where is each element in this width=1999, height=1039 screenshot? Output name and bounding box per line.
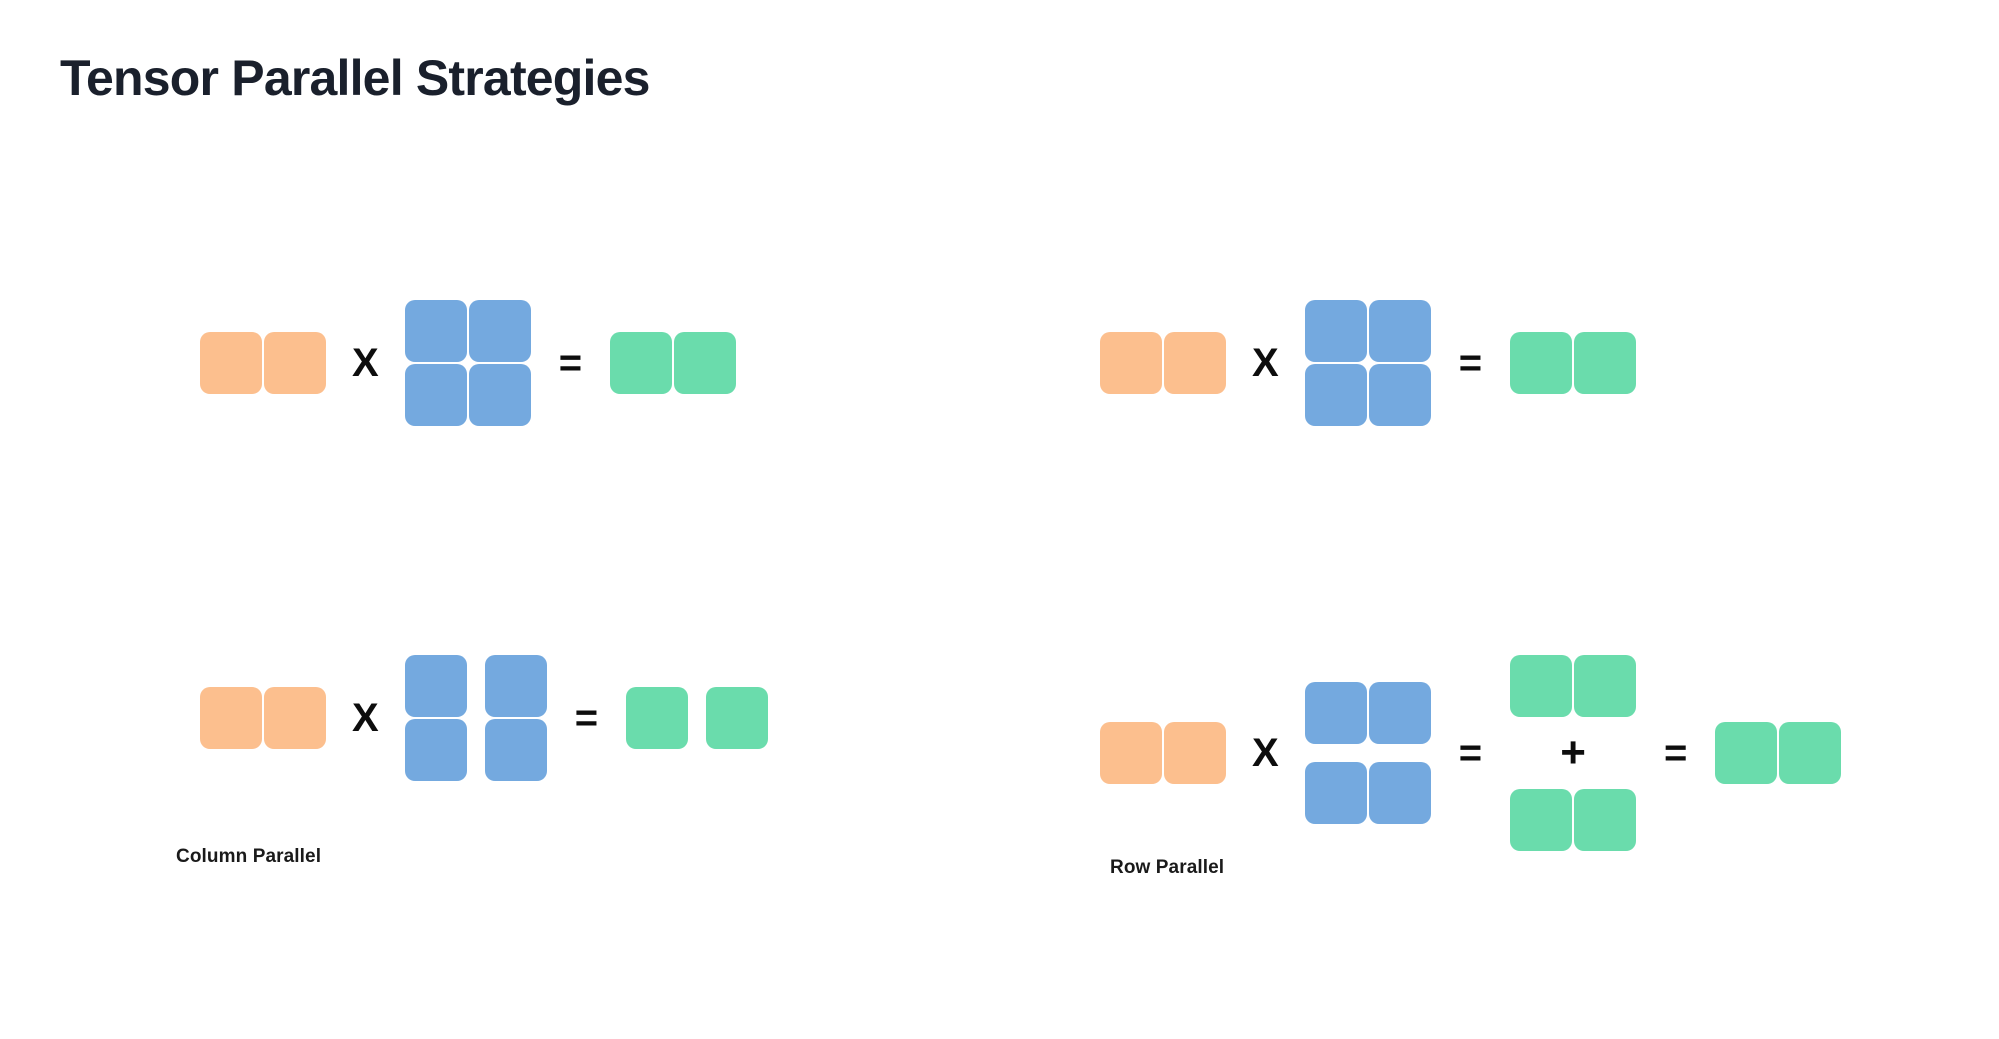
multiply-operator: X: [1252, 341, 1279, 385]
matrix-row: [200, 332, 326, 394]
matrix-cell-blue: [404, 364, 467, 426]
equals-operator: =: [1458, 731, 1483, 775]
multiply-operator: X: [352, 696, 379, 740]
matrix-row: [1100, 332, 1226, 394]
matrix-cell-blue: [1368, 300, 1431, 362]
matrix-cell-blue: [1304, 364, 1367, 426]
input-matrix-orange: [200, 687, 326, 749]
matrix-cell-blue: [404, 655, 467, 717]
weight-matrix-blue: [1304, 300, 1431, 426]
matrix-cell-orange: [1164, 332, 1226, 394]
matrix-cell-blue: [484, 719, 547, 781]
weight-matrix-blue-column-split: [404, 655, 547, 781]
caption-column-parallel: Column Parallel: [176, 846, 322, 867]
matrix-cell-green: [1510, 332, 1573, 394]
diagram-column-parallel-reference: X =: [200, 300, 737, 426]
weight-matrix-blue-row-split: [1304, 682, 1431, 824]
output-matrix-green: [1715, 722, 1842, 784]
matrix-row: [1510, 655, 1637, 717]
matrix-row: [1510, 789, 1637, 851]
matrix-cell-orange: [1100, 722, 1162, 784]
equals-operator: =: [1458, 341, 1483, 385]
input-matrix-orange: [1100, 722, 1226, 784]
weight-matrix-blue: [404, 300, 531, 426]
matrix-row: [1304, 300, 1431, 362]
matrix-row: [200, 687, 326, 749]
matrix-cell-blue: [1304, 682, 1367, 744]
diagram-column-parallel: X =: [200, 655, 769, 781]
matrix-cell-orange: [200, 332, 262, 394]
matrix-cell-orange: [1100, 332, 1162, 394]
matrix-cell-blue: [468, 300, 531, 362]
plus-operator: +: [1560, 728, 1586, 777]
equals-operator: =: [558, 341, 583, 385]
matrix-cell-blue: [468, 364, 531, 426]
equals-operator: =: [574, 696, 599, 740]
matrix-cell-orange: [264, 332, 326, 394]
matrix-row: [1100, 722, 1226, 784]
matrix-cell-orange: [200, 687, 262, 749]
input-matrix-orange: [200, 332, 326, 394]
matrix-cell-green: [1574, 789, 1637, 851]
matrix-cell-green: [626, 687, 689, 749]
matrix-cell-green: [674, 332, 737, 394]
caption-row-parallel: Row Parallel: [1110, 857, 1225, 878]
matrix-cell-blue: [404, 300, 467, 362]
matrix-cell-green: [1779, 722, 1842, 784]
equals-operator-final: =: [1664, 731, 1688, 775]
matrix-cell-blue: [404, 719, 467, 781]
matrix-row: [404, 364, 531, 426]
matrix-cell-blue: [1304, 300, 1367, 362]
matrix-cell-green: [1510, 655, 1573, 717]
matrix-cell-green: [1574, 332, 1637, 394]
matrix-cell-green: [1510, 789, 1573, 851]
matrix-row: [404, 719, 547, 781]
matrix-row: [626, 687, 769, 749]
matrix-cell-orange: [1164, 722, 1226, 784]
matrix-cell-blue: [1304, 762, 1367, 824]
matrix-row: [1304, 682, 1431, 744]
matrix-cell-blue: [1368, 682, 1431, 744]
matrix-row: [1304, 762, 1431, 824]
matrix-cell-blue: [1368, 762, 1431, 824]
partial-sum-group: +: [1510, 655, 1637, 851]
matrix-row: [1304, 364, 1431, 426]
matrix-row: [1510, 332, 1637, 394]
matrix-row: [404, 655, 547, 717]
matrix-cell-blue: [484, 655, 547, 717]
multiply-operator: X: [1252, 731, 1279, 775]
matrix-cell-green: [610, 332, 673, 394]
partial-sum-matrix-green-2: [1510, 789, 1637, 851]
matrix-cell-green: [706, 687, 769, 749]
matrix-row: [610, 332, 737, 394]
page-title: Tensor Parallel Strategies: [60, 50, 650, 106]
input-matrix-orange: [1100, 332, 1226, 394]
matrix-cell-green: [1574, 655, 1637, 717]
output-matrix-green: [610, 332, 737, 394]
matrix-cell-blue: [1368, 364, 1431, 426]
matrix-row: [404, 300, 531, 362]
diagram-row-parallel: X = +: [1100, 655, 1842, 851]
output-matrix-green-column-split: [626, 687, 769, 749]
partial-sum-matrix-green-1: [1510, 655, 1637, 717]
matrix-cell-green: [1715, 722, 1778, 784]
output-matrix-green: [1510, 332, 1637, 394]
matrix-row: [1715, 722, 1842, 784]
diagram-row-parallel-reference: X =: [1100, 300, 1637, 426]
matrix-cell-orange: [264, 687, 326, 749]
multiply-operator: X: [352, 341, 379, 385]
